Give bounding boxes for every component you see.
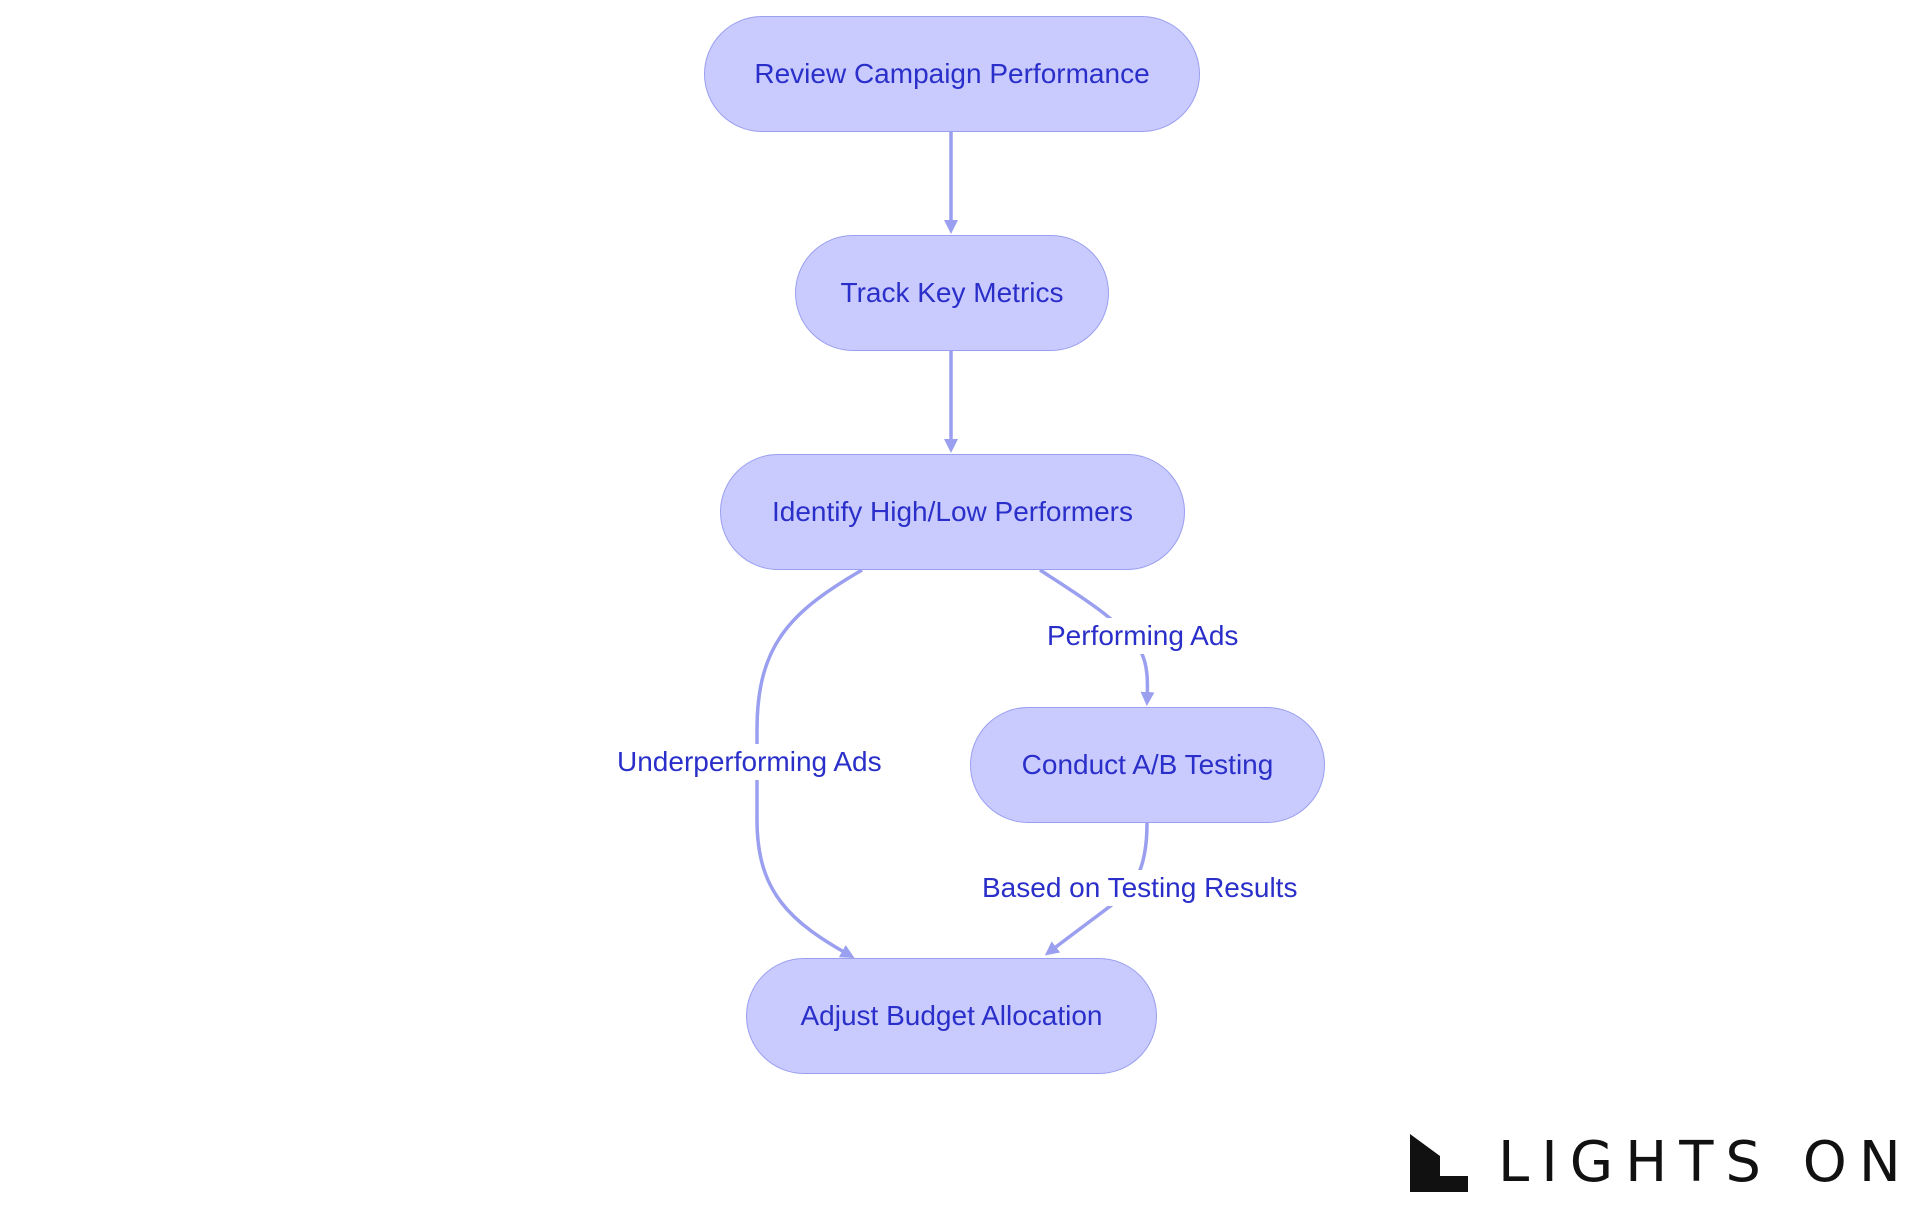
node-track-key-metrics[interactable]: Track Key Metrics: [795, 235, 1109, 351]
edge-label-performing-ads: Performing Ads: [1045, 618, 1241, 654]
node-identify-performers[interactable]: Identify High/Low Performers: [720, 454, 1185, 570]
logo-text: LIGHTS ON: [1498, 1130, 1913, 1195]
node-conduct-ab-testing[interactable]: Conduct A/B Testing: [970, 707, 1325, 823]
lights-on-logo-icon: [1410, 1134, 1468, 1192]
node-adjust-budget-allocation[interactable]: Adjust Budget Allocation: [746, 958, 1157, 1074]
edge-label-underperforming-ads: Underperforming Ads: [615, 744, 884, 780]
edge-identify-to-budget: [755, 568, 863, 958]
lights-on-logo: LIGHTS ON: [1408, 1132, 1913, 1194]
node-review-campaign-performance[interactable]: Review Campaign Performance: [704, 16, 1200, 132]
edge-label-based-on-testing-results: Based on Testing Results: [980, 870, 1300, 906]
